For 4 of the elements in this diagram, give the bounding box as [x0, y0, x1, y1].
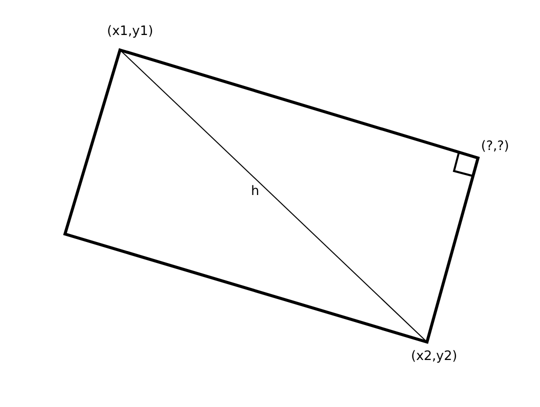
corner-label: (?,?) — [481, 140, 510, 153]
corner-label: (x2,y2) — [411, 350, 458, 363]
corner-label: (x1,y1) — [107, 25, 154, 38]
diagonal-label: h — [251, 185, 260, 198]
